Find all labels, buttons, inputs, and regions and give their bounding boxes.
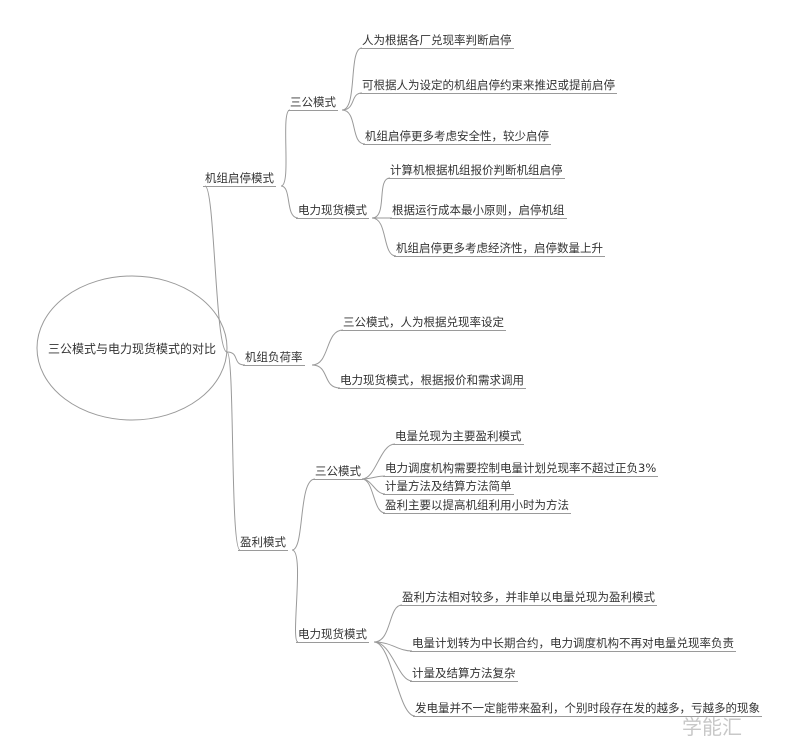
leaf: 电力现货模式，根据报价和需求调用: [338, 373, 526, 389]
watermark: 学能汇: [682, 715, 742, 739]
node-spot-start-stop: 电力现货模式: [296, 203, 369, 219]
leaf: 人为根据各厂兑现率判断启停: [360, 33, 514, 49]
leaf: 盈利主要以提高机组利用小时为方法: [383, 498, 571, 514]
leaf: 可根据人为设定的机组启停约束来推迟或提前启停: [360, 78, 617, 94]
branch-unit-load-rate: 机组负荷率: [243, 350, 305, 366]
leaf: 发电量并不一定能带来盈利，个别时段存在发的越多，亏越多的现象: [413, 701, 762, 717]
leaf: 计算机根据机组报价判断机组启停: [388, 163, 565, 179]
leaf: 计量方法及结算方法简单: [383, 479, 514, 495]
leaf: 三公模式，人为根据兑现率设定: [341, 315, 506, 331]
leaf: 电量计划转为中长期合约，电力调度机构不再对电量兑现率负责: [410, 636, 736, 652]
node-sangong-profit: 三公模式: [313, 464, 363, 480]
leaf: 机组启停更多考虑安全性，较少启停: [363, 129, 551, 145]
root-ellipse: [36, 275, 228, 421]
node-sangong-start-stop: 三公模式: [288, 95, 338, 111]
root-node: 三公模式与电力现货模式的对比: [47, 341, 216, 356]
leaf: 盈利方法相对较多，并非单以电量兑现为盈利模式: [400, 590, 657, 606]
leaf: 计量及结算方法复杂: [410, 666, 518, 682]
leaf: 根据运行成本最小原则，启停机组: [390, 203, 567, 219]
leaf: 电力调度机构需要控制电量计划兑现率不超过正负3%: [383, 461, 659, 477]
branch-profit-mode: 盈利模式: [238, 535, 288, 551]
branch-unit-start-stop: 机组启停模式: [203, 171, 276, 187]
leaf: 电量兑现为主要盈利模式: [393, 429, 524, 445]
leaf: 机组启停更多考虑经济性，启停数量上升: [394, 241, 605, 257]
node-spot-profit: 电力现货模式: [296, 627, 369, 643]
